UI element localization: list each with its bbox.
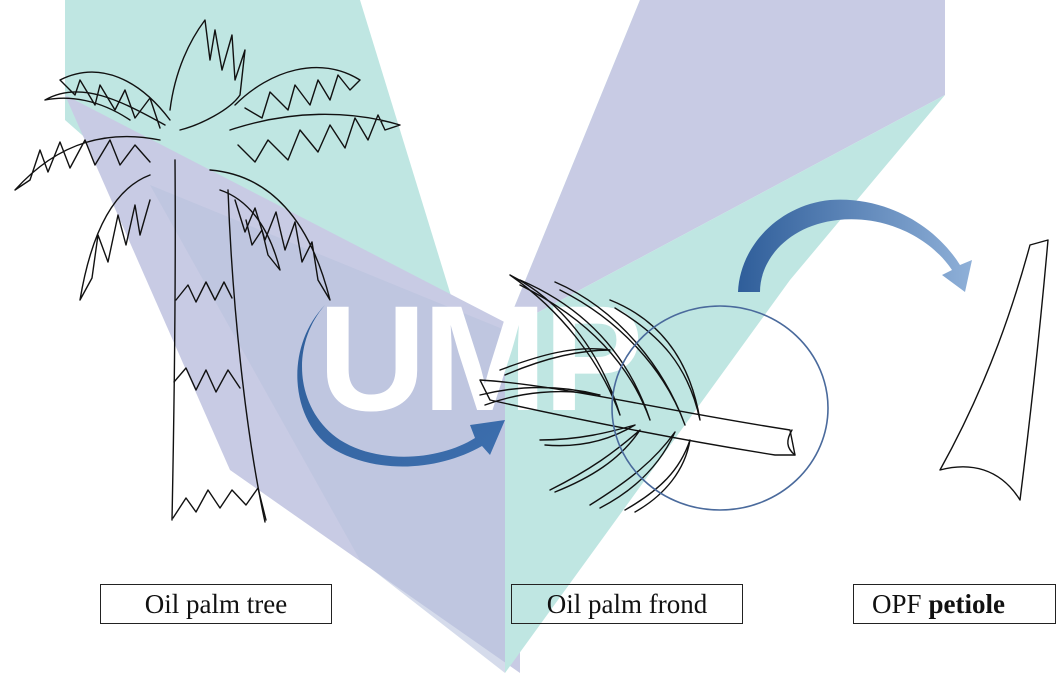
label-oil-palm-frond: Oil palm frond (511, 584, 743, 624)
label-text: Oil palm frond (547, 589, 707, 620)
label-text: Oil palm tree (145, 589, 287, 620)
label-opf-petiole: OPF petiole (853, 584, 1056, 624)
frond-highlight-circle (612, 306, 828, 510)
curved-arrow-icon (297, 305, 505, 467)
label-prefix: OPF (872, 589, 922, 620)
curved-arrow-icon-2 (738, 200, 972, 292)
label-oil-palm-tree: Oil palm tree (100, 584, 332, 624)
label-bold: petiole (929, 589, 1005, 620)
